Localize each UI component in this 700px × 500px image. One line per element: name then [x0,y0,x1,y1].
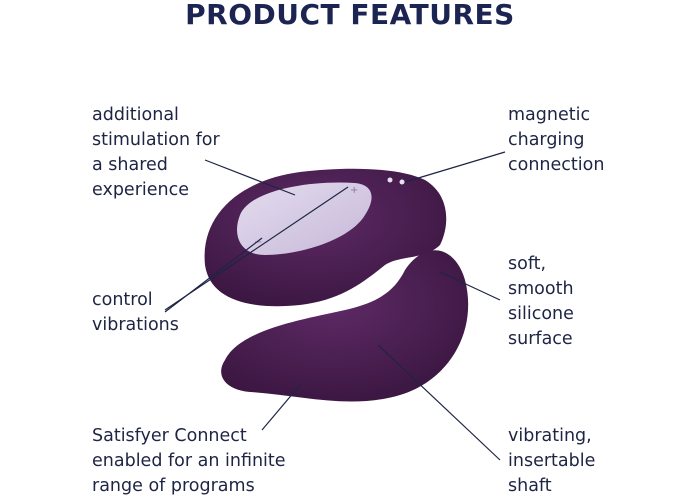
feature-shared-stimulation: additional stimulation for a shared expe… [92,105,220,200]
page-title: PRODUCT FEATURES [185,0,515,31]
feature-app-enabled: Satisfyer Connect enabled for an infinit… [92,426,286,496]
feature-control-vibrations: control vibrations [92,290,179,335]
charging-pin [399,179,405,185]
leader-lines [164,151,506,461]
control-panel [237,182,372,255]
minus-icon: − [254,237,262,248]
feature-magnetic-charging: magnetic charging connection [508,105,605,175]
charging-pin [387,177,393,183]
feature-silicone-surface: soft, smooth silicone surface [508,254,574,349]
plus-icon: + [350,185,358,196]
insertable-shaft [221,250,469,402]
feature-vibrating-shaft: vibrating, insertable shaft [508,426,596,496]
